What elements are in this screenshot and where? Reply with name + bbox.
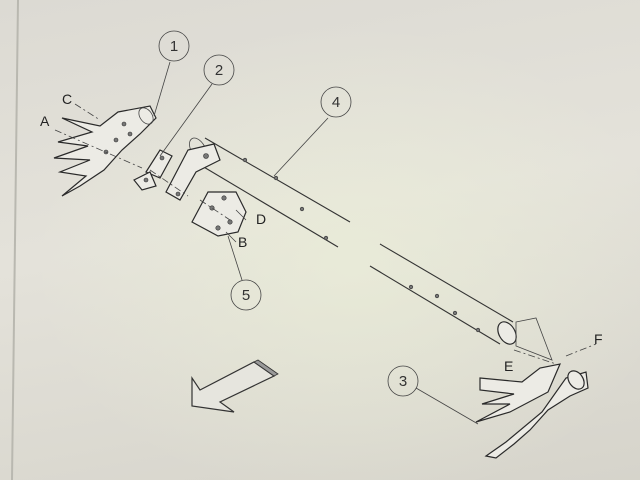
axis-line-f: [565, 343, 597, 357]
callout-5-label: 5: [242, 287, 250, 304]
letter-c: C: [62, 91, 72, 107]
tube-part-4: [189, 137, 517, 345]
axis-line-a: [54, 129, 143, 169]
letter-f: F: [594, 331, 603, 347]
letter-d: D: [256, 211, 266, 227]
callout-4-label: 4: [332, 94, 340, 111]
axis-line-c: [74, 103, 101, 121]
letter-e: E: [504, 358, 513, 374]
callout-1-label: 1: [170, 38, 178, 55]
axis-line-plate: [199, 199, 231, 221]
tube-bracket: [165, 143, 221, 201]
callout-4: 4: [273, 86, 352, 177]
direction-arrow-icon: [191, 359, 279, 413]
callout-1: 1: [153, 30, 190, 117]
letter-a: A: [40, 113, 50, 129]
callout-2: 2: [159, 54, 235, 157]
clamp-part-2: [133, 149, 173, 191]
leader-d: [235, 209, 247, 221]
leader-b: [225, 231, 237, 243]
callout-3-label: 3: [399, 373, 407, 390]
callout-5: 5: [227, 235, 262, 311]
section-triangle: [515, 317, 553, 361]
callout-3: 3: [387, 365, 479, 425]
callout-2-label: 2: [215, 62, 223, 79]
letter-b: B: [238, 234, 247, 250]
axis-line-e: [513, 349, 557, 365]
blade-part-3: [475, 363, 589, 459]
